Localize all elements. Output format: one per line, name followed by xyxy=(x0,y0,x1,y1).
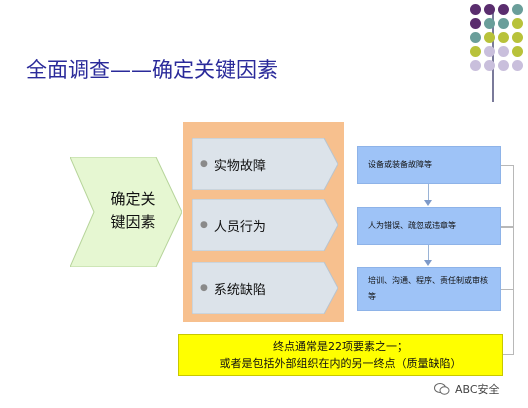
connector-line xyxy=(428,245,429,261)
factor-row-physical: ● 实物故障 xyxy=(192,138,338,190)
watermark-text: ABC安全 xyxy=(455,383,500,396)
bullet-icon: ● xyxy=(200,159,208,169)
conclusion-line2: 或者是包括外部组织在内的另一终点（质量缺陷） xyxy=(219,357,462,370)
dot xyxy=(498,18,509,29)
slide-title: 全面调查——确定关键因素 xyxy=(26,58,278,82)
key-factor-chevron: 确定关 键因素 xyxy=(70,157,182,267)
factor-label: 实物故障 xyxy=(213,158,266,174)
bullet-icon: ● xyxy=(200,220,208,230)
dot xyxy=(512,18,523,29)
factor-row-system: ● 系统缺陷 xyxy=(192,262,338,314)
chevron-label-line1: 确定关 xyxy=(110,190,156,208)
conclusion-box: 终点通常是22项要素之一； 或者是包括外部组织在内的另一终点（质量缺陷） xyxy=(178,334,503,376)
factor-arrow-shape xyxy=(192,138,338,190)
dot xyxy=(498,4,509,15)
chevron-shape xyxy=(70,157,182,267)
decorative-dot-grid xyxy=(470,4,526,86)
description-box-system: 培训、沟通、程序、责任制或审核等 xyxy=(357,267,501,311)
dot xyxy=(498,32,509,43)
bracket-connector xyxy=(501,226,514,290)
chevron-label-line2: 键因素 xyxy=(110,213,156,231)
dot xyxy=(484,46,495,57)
dot xyxy=(512,46,523,57)
description-box-human: 人为错误、疏忽或违章等 xyxy=(357,207,501,245)
description-text: 人为错误、疏忽或违章等 xyxy=(368,221,456,230)
down-arrow-icon xyxy=(424,200,432,206)
chevron-label: 确定关 键因素 xyxy=(98,188,168,234)
dot xyxy=(484,32,495,43)
watermark: ABC安全 xyxy=(434,379,500,399)
factor-label: 系统缺陷 xyxy=(213,282,266,298)
factor-arrow-shape xyxy=(192,199,338,251)
bullet-icon: ● xyxy=(200,283,208,293)
dot xyxy=(470,4,481,15)
connector-line xyxy=(513,288,514,354)
dot xyxy=(498,60,509,71)
title-divider xyxy=(492,10,494,102)
dot xyxy=(512,32,523,43)
dot xyxy=(484,18,495,29)
dot xyxy=(470,60,481,71)
dot xyxy=(470,18,481,29)
description-text: 培训、沟通、程序、责任制或审核等 xyxy=(368,276,488,301)
down-arrow-icon xyxy=(424,260,432,266)
dot xyxy=(484,60,495,71)
description-text: 设备或装备故障等 xyxy=(368,160,432,169)
dot xyxy=(512,4,523,15)
connector-line xyxy=(503,354,514,355)
conclusion-line1: 终点通常是22项要素之一； xyxy=(273,340,408,353)
dot xyxy=(470,46,481,57)
connector-line xyxy=(428,184,429,201)
factor-row-human: ● 人员行为 xyxy=(192,199,338,251)
factor-label: 人员行为 xyxy=(213,219,266,235)
description-box-physical: 设备或装备故障等 xyxy=(357,146,501,184)
factor-arrow-shape xyxy=(192,262,338,314)
dot xyxy=(512,60,523,71)
bracket-connector xyxy=(501,165,514,228)
wechat-icon xyxy=(434,382,450,396)
dot xyxy=(484,4,495,15)
dot xyxy=(470,32,481,43)
dot xyxy=(498,46,509,57)
